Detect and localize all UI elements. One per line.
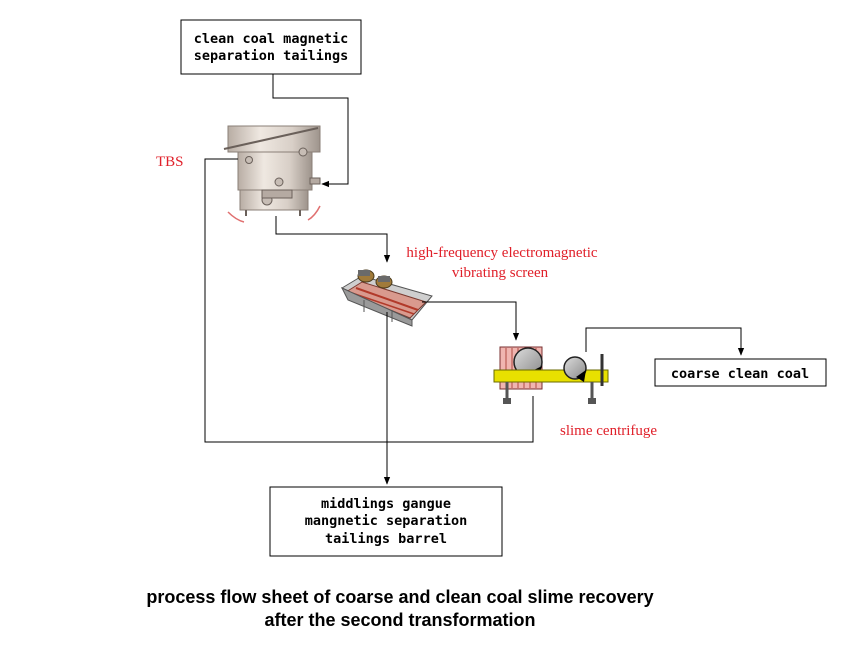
tailings-source-box: clean coal magnetic separation tailings <box>180 19 362 75</box>
screen-label: high-frequency electromagnetic vibrating… <box>406 245 597 281</box>
caption-line-2: after the second transformation <box>264 610 535 630</box>
connector-tailings-to-tbs <box>272 74 349 188</box>
connector-tbs-to-screen <box>275 216 391 263</box>
tailings-barrel-line-1: middlings gangue <box>321 496 451 512</box>
tailings-barrel-line-2: mangnetic separation <box>305 513 468 529</box>
tbs-unit-image <box>223 125 321 223</box>
tbs-label: TBS <box>156 154 184 170</box>
vibrating-screen-image <box>340 269 433 327</box>
coarse-clean-coal-box: coarse clean coal <box>654 358 827 387</box>
connector-screen-to-centrifuge <box>422 301 520 341</box>
coarse-clean-coal-text: coarse clean coal <box>671 366 809 382</box>
screen-label-line-1: high-frequency electromagnetic <box>406 245 597 261</box>
screen-label-line-2: vibrating screen <box>452 265 549 281</box>
tailings-source-line-2: separation tailings <box>194 48 348 64</box>
caption-line-1: process flow sheet of coarse and clean c… <box>146 587 653 607</box>
connector-centrifuge-recycle <box>204 158 534 443</box>
centrifuge-label: slime centrifuge <box>560 423 657 439</box>
slime-centrifuge-image <box>493 346 609 404</box>
connector-centrifuge-to-clean-coal <box>585 327 745 356</box>
diagram-caption: process flow sheet of coarse and clean c… <box>146 587 653 630</box>
tailings-barrel-line-3: tailings barrel <box>325 531 447 547</box>
tailings-barrel-box: middlings gangue mangnetic separation ta… <box>269 486 503 557</box>
tailings-source-line-1: clean coal magnetic <box>194 31 348 47</box>
